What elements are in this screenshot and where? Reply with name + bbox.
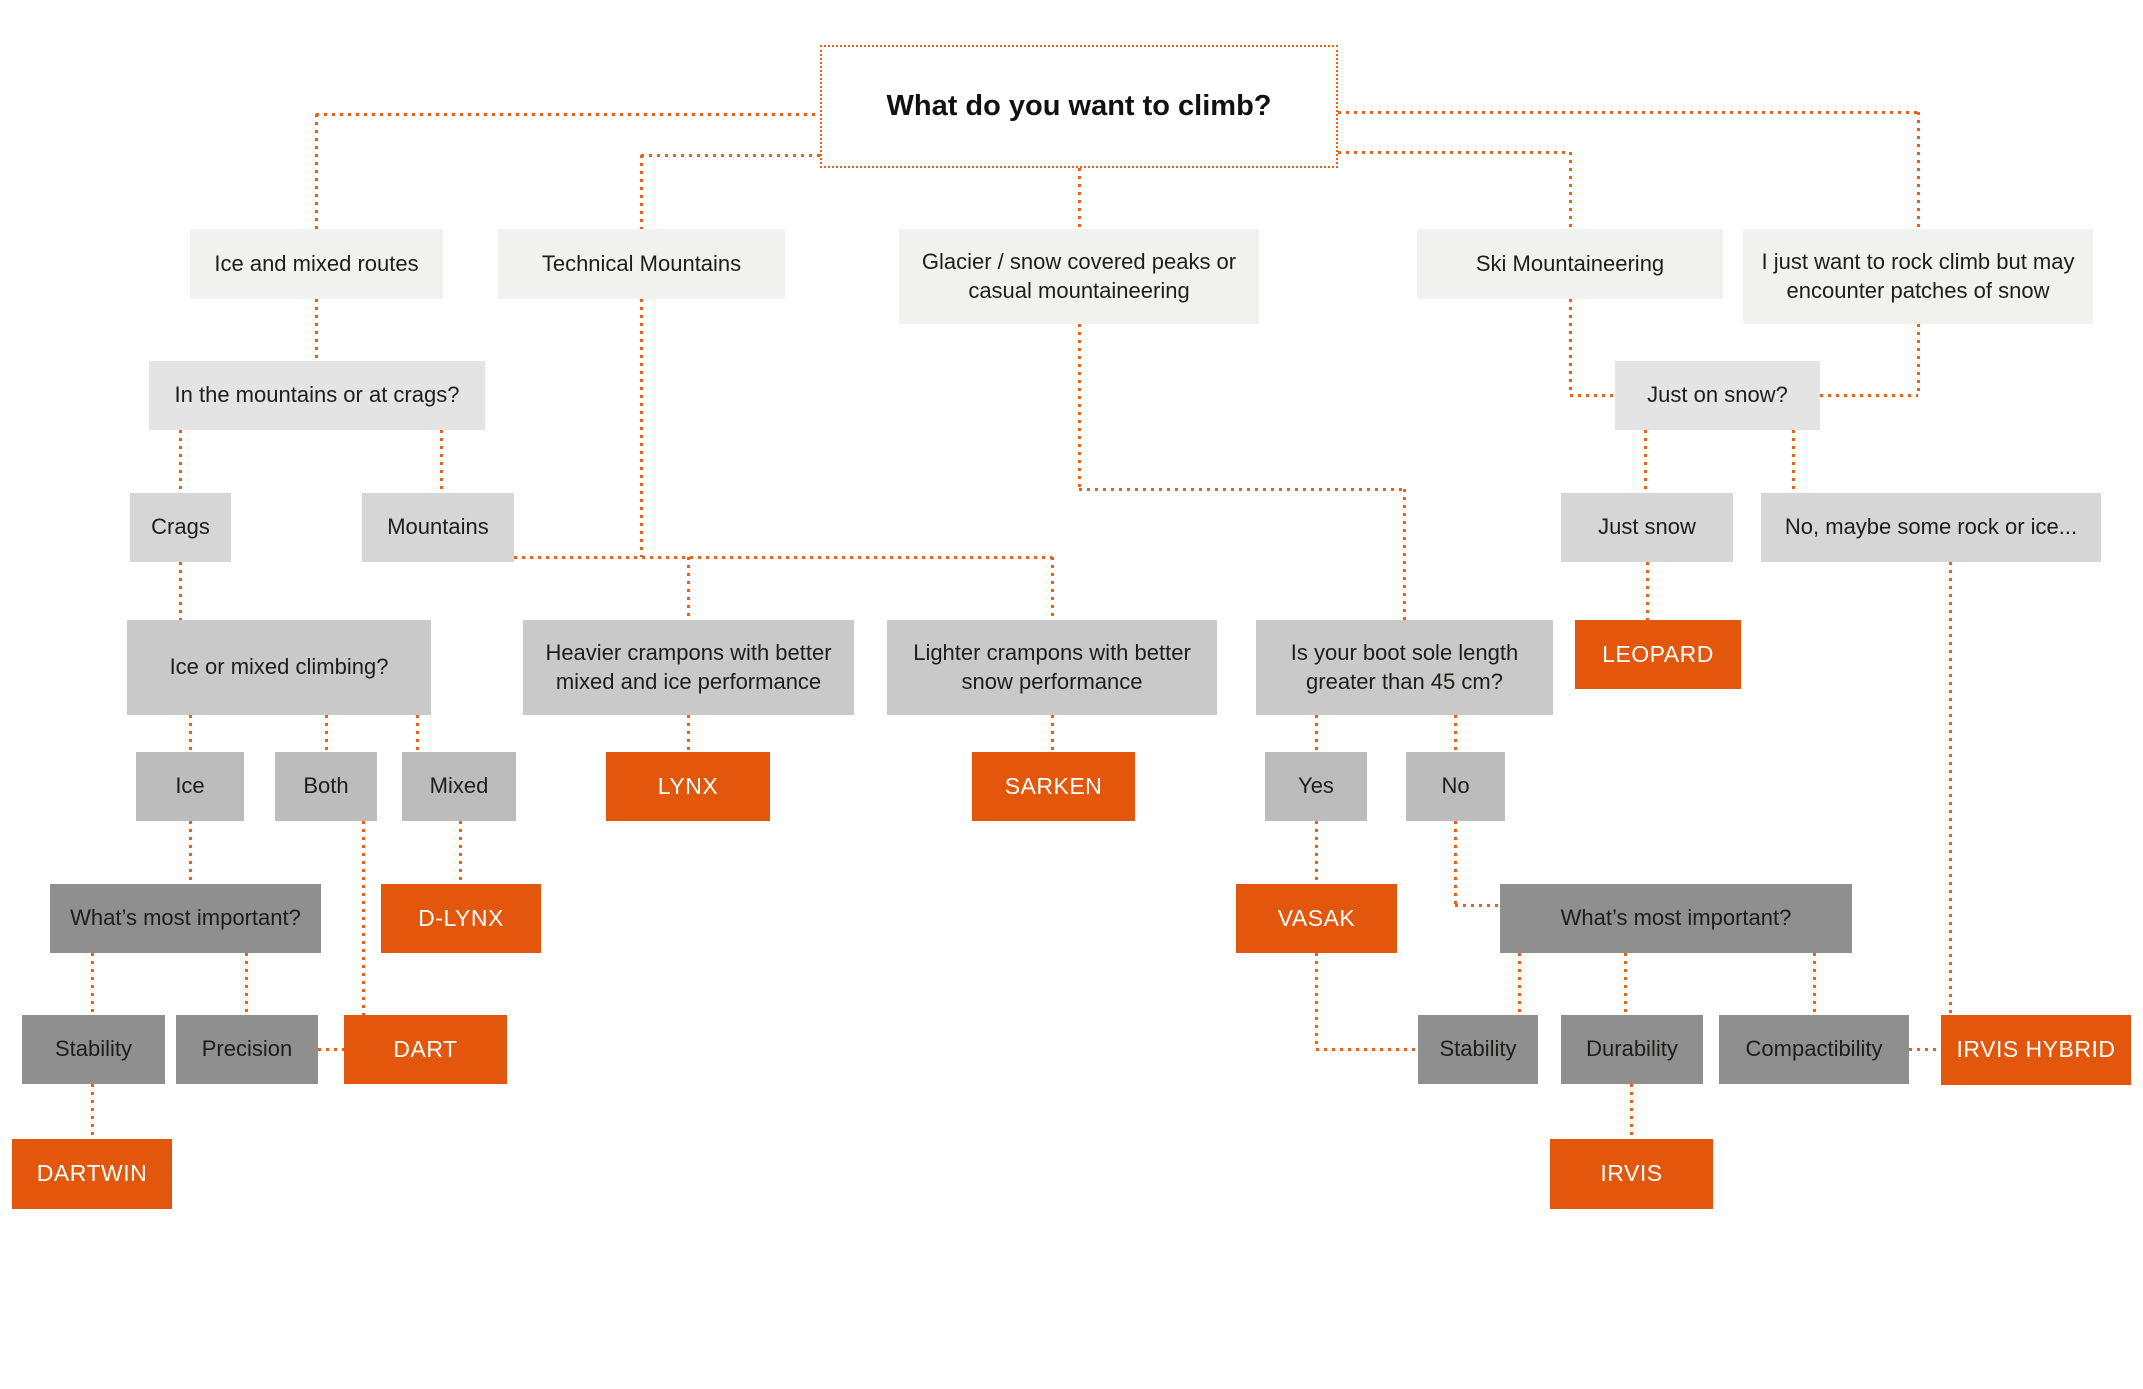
node-compactibility: Compactibility	[1719, 1015, 1909, 1084]
node-stability-left: Stability	[22, 1015, 165, 1084]
product-irvis: IRVIS	[1550, 1139, 1713, 1209]
connector-title-to-ice-mixed-v	[315, 114, 318, 229]
connector-vasak-down	[1315, 953, 1318, 1049]
product-vasak: VASAK	[1236, 884, 1397, 953]
node-lighter-crampons: Lighter crampons with better snow perfor…	[887, 620, 1217, 715]
connector-ice-mixed-to-question	[315, 299, 318, 361]
node-crags: Crags	[130, 493, 231, 562]
node-durability: Durability	[1561, 1015, 1703, 1084]
product-lynx: LYNX	[606, 752, 770, 821]
connector-rail-to-heavier	[687, 557, 690, 620]
node-mountains: Mountains	[362, 493, 514, 562]
connector-to-mixed	[416, 715, 419, 752]
product-sarken: SARKEN	[972, 752, 1135, 821]
product-dart: DART	[344, 1015, 507, 1084]
connector-mountains-rail	[514, 556, 1052, 559]
connector-title-to-rock-h	[1338, 111, 1918, 114]
connector-to-boot-question	[1403, 489, 1406, 620]
node-whats-most-important-right: What’s most important?	[1500, 884, 1852, 953]
node-no-maybe-rock-or-ice: No, maybe some rock or ice...	[1761, 493, 2101, 562]
node-heavier-crampons: Heavier crampons with better mixed and i…	[523, 620, 854, 715]
node-just-snow: Just snow	[1561, 493, 1733, 562]
connector-to-durability	[1624, 953, 1627, 1015]
node-no: No	[1406, 752, 1505, 821]
node-ice: Ice	[136, 752, 244, 821]
connector-to-no	[1454, 715, 1457, 752]
connector-mixed-to-d-lynx	[459, 821, 462, 884]
connector-to-just-snow	[1644, 430, 1647, 493]
node-ice-and-mixed-routes: Ice and mixed routes	[190, 229, 443, 299]
node-precision: Precision	[176, 1015, 318, 1084]
node-mixed: Mixed	[402, 752, 516, 821]
connector-glacier-down	[1078, 324, 1081, 489]
connector-to-precision	[245, 953, 248, 1015]
node-ski-mountaineering: Ski Mountaineering	[1417, 229, 1723, 299]
connector-title-to-technical-v	[640, 155, 643, 229]
connector-stability-to-dartwin	[91, 1084, 94, 1139]
node-ice-or-mixed-question: Ice or mixed climbing?	[127, 620, 431, 715]
node-boot-sole-length-question: Is your boot sole length greater than 45…	[1256, 620, 1553, 715]
node-both: Both	[275, 752, 377, 821]
connector-yes-to-vasak	[1315, 821, 1318, 884]
connector-ski-to-just-on-snow	[1570, 394, 1615, 397]
product-leopard: LEOPARD	[1575, 620, 1741, 689]
node-stability-right: Stability	[1418, 1015, 1538, 1084]
node-just-on-snow-question: Just on snow?	[1615, 361, 1820, 430]
node-mountains-or-crags-question: In the mountains or at crags?	[149, 361, 485, 430]
connector-to-stability-right	[1518, 953, 1521, 1015]
connector-title-to-technical-h	[641, 154, 820, 157]
node-whats-most-important-left: What’s most important?	[50, 884, 321, 953]
connector-durability-to-irvis	[1630, 1084, 1633, 1139]
connector-question-to-mountains	[440, 430, 443, 493]
connector-no-maybe-to-irvis-hybrid	[1949, 562, 1952, 1015]
connector-ski-down	[1569, 299, 1572, 395]
connector-rock-to-just-on-snow	[1820, 394, 1918, 397]
connector-rock-down	[1917, 324, 1920, 395]
connector-crags-to-ice-or-mixed	[179, 562, 182, 620]
connector-no-down	[1454, 821, 1457, 905]
connector-title-to-glacier	[1078, 168, 1081, 229]
connector-heavier-to-lynx	[687, 715, 690, 752]
product-dartwin: DARTWIN	[12, 1139, 172, 1209]
connector-title-to-ice-mixed-h	[316, 113, 820, 116]
connector-technical-to-rail	[640, 299, 643, 557]
node-yes: Yes	[1265, 752, 1367, 821]
connector-to-yes	[1315, 715, 1318, 752]
root-question-box: What do you want to climb?	[820, 45, 1338, 168]
node-rock-climb-patches-of-snow: I just want to rock climb but may encoun…	[1743, 229, 2093, 324]
connector-vasak-to-stability	[1316, 1048, 1418, 1051]
connector-to-no-maybe	[1792, 430, 1795, 493]
connector-to-ice	[189, 715, 192, 752]
connector-to-compactibility	[1813, 953, 1816, 1015]
connector-compactibility-to-irvis-hybrid	[1909, 1048, 1941, 1051]
connector-to-stability-left	[91, 953, 94, 1015]
connector-rail-to-lighter	[1051, 557, 1054, 620]
connector-precision-to-dart	[318, 1048, 344, 1051]
connector-just-snow-to-leopard	[1646, 562, 1649, 620]
connector-question-to-crags	[179, 430, 182, 493]
node-technical-mountains: Technical Mountains	[498, 229, 785, 299]
connector-both-to-dart	[362, 821, 365, 1015]
connector-no-to-whats-important	[1455, 904, 1500, 907]
connector-title-to-ski-h	[1338, 151, 1570, 154]
product-d-lynx: D-LYNX	[381, 884, 541, 953]
connector-to-both	[325, 715, 328, 752]
connector-title-to-rock-v	[1917, 112, 1920, 229]
connector-title-to-ski-v	[1569, 152, 1572, 229]
product-irvis-hybrid: IRVIS HYBRID	[1941, 1015, 2131, 1085]
connector-glacier-elbow	[1079, 488, 1404, 491]
connector-lighter-to-sarken	[1051, 715, 1054, 752]
connector-ice-to-whats-important	[189, 821, 192, 884]
node-glacier-snow-peaks: Glacier / snow covered peaks or casual m…	[899, 229, 1259, 324]
